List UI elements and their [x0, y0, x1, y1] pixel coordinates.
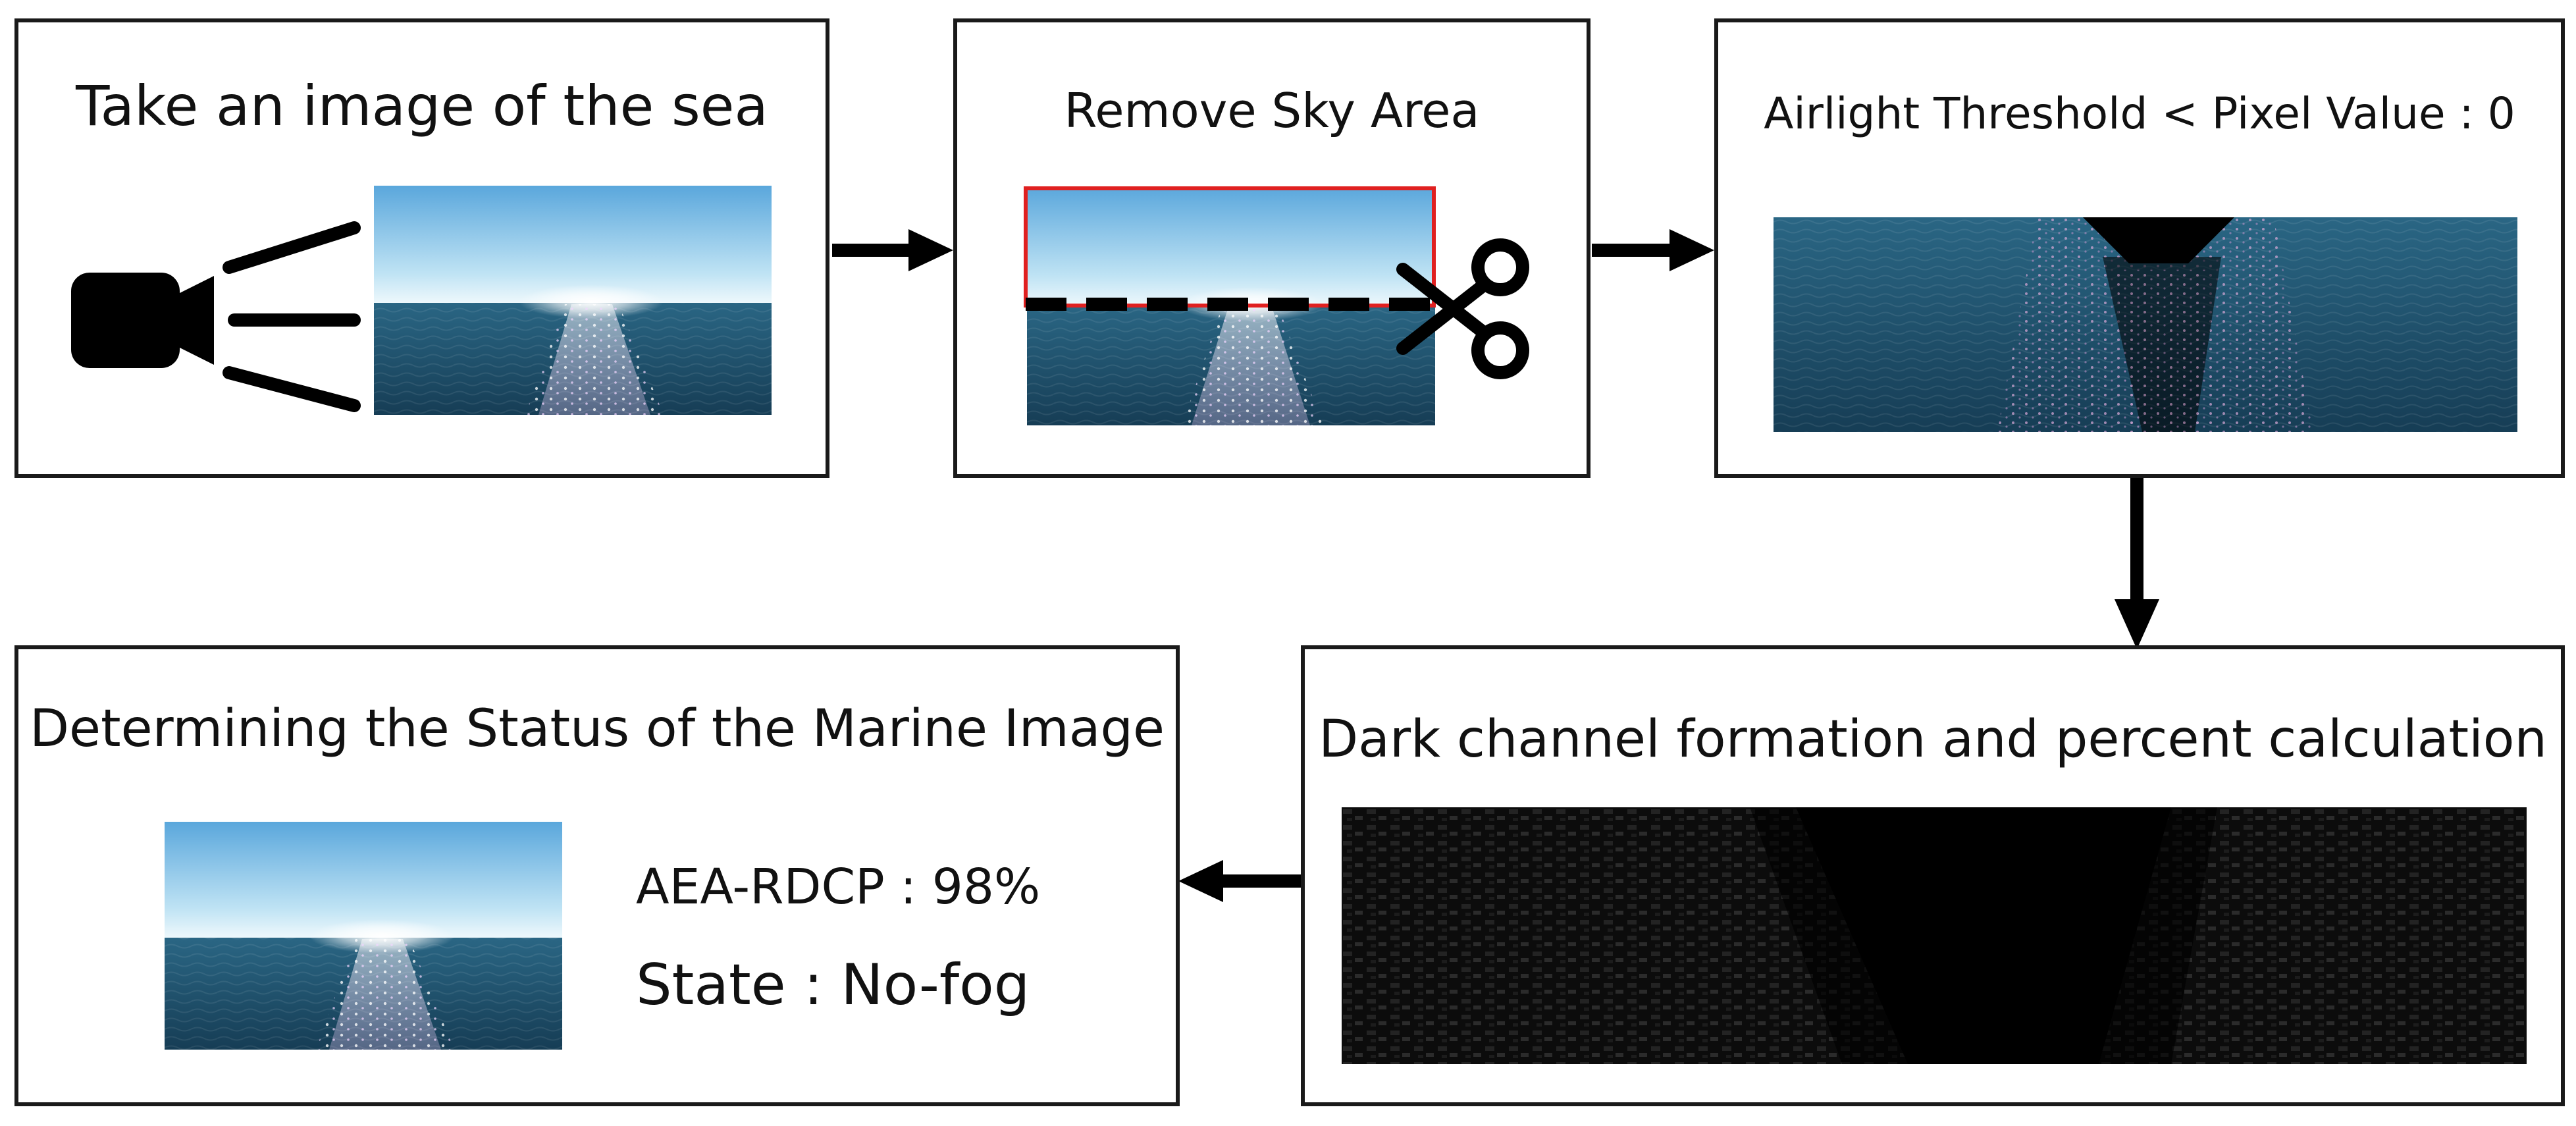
step-threshold-box: Airlight Threshold < Pixel Value : 0: [1714, 18, 2565, 478]
dark-channel-image: [1342, 807, 2527, 1064]
step-remove-sky-box: Remove Sky Area: [953, 18, 1590, 478]
arrow-down-icon: [2115, 478, 2159, 649]
camera-icon: [71, 221, 361, 412]
step-status-title: Determining the Status of the Marine Ima…: [29, 699, 1165, 759]
thresholded-sea-image: [1774, 217, 2517, 432]
arrow-right-icon: [1592, 229, 1714, 271]
sky-cropped-photo: [1027, 187, 1435, 425]
step-capture-title: Take an image of the sea: [76, 74, 768, 138]
step-status-box: Determining the Status of the Marine Ima…: [14, 645, 1180, 1106]
fog-state-value: State : No-fog: [636, 952, 1030, 1018]
scissors-icon: [1396, 238, 1529, 379]
arrow-left-icon: [1178, 860, 1301, 902]
arrow-right-icon: [832, 229, 953, 271]
aea-rdcp-value: AEA-RDCP : 98%: [636, 859, 1041, 915]
step-dark-channel-box: Dark channel formation and percent calcu…: [1301, 645, 2565, 1106]
step-remove-sky-title: Remove Sky Area: [1064, 83, 1480, 138]
crop-marker: [1024, 186, 1436, 311]
marine-result-photo: [165, 822, 562, 1050]
step-threshold-title: Airlight Threshold < Pixel Value : 0: [1764, 88, 2515, 139]
step-capture-box: Take an image of the sea: [14, 18, 829, 478]
step-dark-channel-title: Dark channel formation and percent calcu…: [1319, 710, 2547, 769]
sea-photo: [374, 186, 772, 415]
